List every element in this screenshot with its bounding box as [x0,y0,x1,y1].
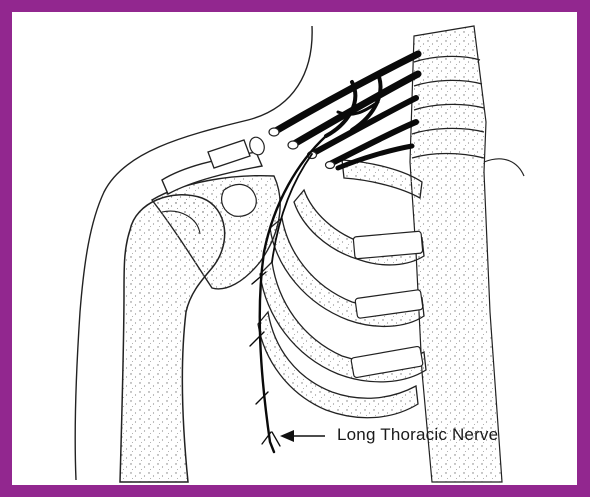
annotation-arrow [280,430,325,442]
shoulder-anatomy-illustration [12,12,577,485]
cervical-spine [410,26,524,482]
long-thoracic-nerve-label: Long Thoracic Nerve [337,425,498,445]
ribs [258,160,426,418]
humerus [120,195,225,482]
brachial-plexus [274,54,418,168]
